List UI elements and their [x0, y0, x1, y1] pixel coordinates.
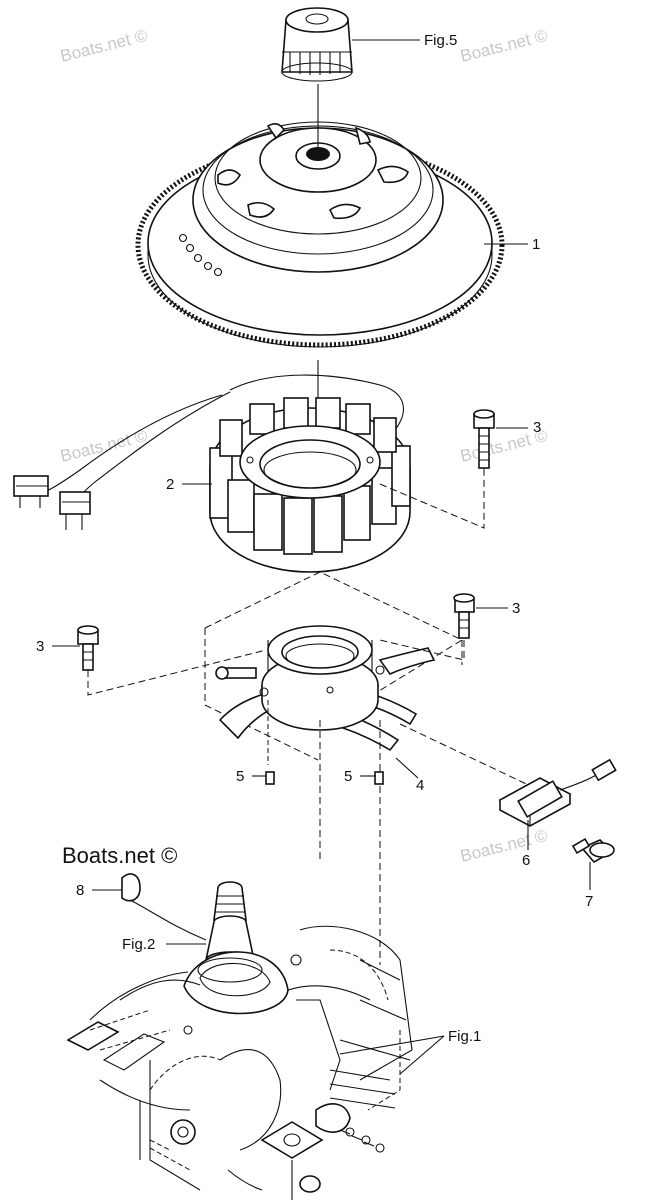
callout-part-3: 3	[533, 419, 541, 436]
callout-part-5: 5	[236, 768, 244, 785]
watermark: Boats.net ©	[458, 26, 549, 66]
callout-fig2: Fig.2	[122, 936, 155, 953]
brand-watermark: Boats.net ©	[62, 843, 177, 868]
leader-lines	[52, 39, 591, 1075]
bolt-left	[77, 625, 99, 671]
callout-part-5: 5	[344, 768, 352, 785]
bolt-mid-right	[453, 593, 475, 639]
callout-fig1: Fig.1	[448, 1028, 481, 1045]
callout-fig5: Fig.5	[424, 32, 457, 49]
dowel-pin-left	[265, 771, 275, 785]
callout-part-4: 4	[416, 777, 424, 794]
callout-part-3: 3	[512, 600, 520, 617]
watermark: Boats.net ©	[458, 826, 549, 866]
watermark: Boats.net ©	[58, 26, 149, 66]
callout-part-7: 7	[585, 893, 593, 910]
powerhead-block	[66, 881, 413, 1200]
callout-part-6: 6	[522, 852, 530, 869]
stator-base	[204, 571, 464, 965]
watermark: Boats.net ©	[58, 426, 149, 466]
callout-part-1: 1	[532, 236, 540, 253]
dowel-pin-right	[374, 771, 384, 785]
flywheel-nut	[281, 7, 353, 82]
callouts: Fig.5 1 2 3 3 3 4 5 5 6 7 8 Fig.2 Fig.1	[36, 32, 593, 1045]
callout-part-2: 2	[166, 476, 174, 493]
pulser-screw	[571, 837, 615, 864]
woodruff-key	[121, 873, 141, 902]
stator	[13, 374, 411, 573]
callout-part-3: 3	[36, 638, 44, 655]
pulser-coil	[399, 723, 617, 827]
callout-part-8: 8	[76, 882, 84, 899]
bolt-upper-right	[473, 409, 495, 469]
flywheel	[135, 121, 505, 348]
